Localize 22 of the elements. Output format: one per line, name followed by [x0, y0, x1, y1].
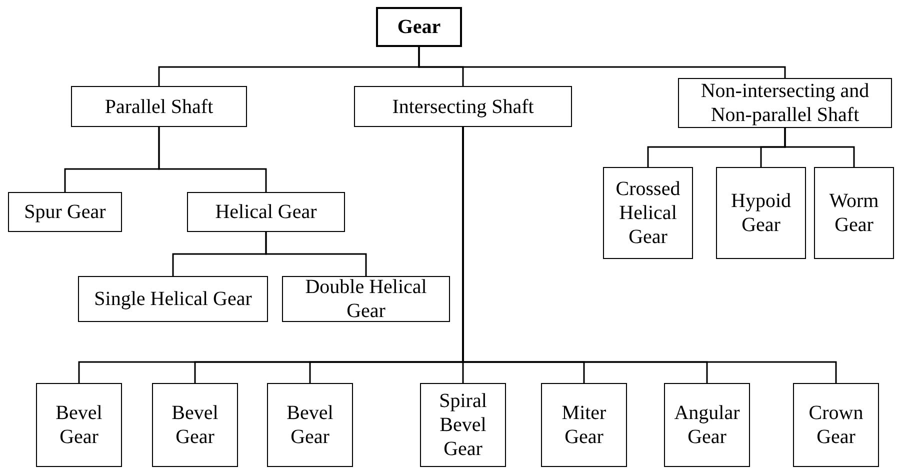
category-box: Gear — [376, 7, 462, 47]
category-box: Bevel Gear — [36, 383, 122, 467]
connector-line — [265, 232, 367, 276]
category-box: Bevel Gear — [152, 383, 238, 467]
category-box: Bevel Gear — [267, 383, 353, 467]
category-box: Worm Gear — [814, 167, 894, 259]
connector-line — [784, 128, 855, 167]
category-box: Hypoid Gear — [716, 167, 806, 259]
category-box: Double Helical Gear — [282, 276, 450, 322]
category-box: Miter Gear — [541, 383, 627, 467]
category-box: Crossed Helical Gear — [603, 167, 693, 259]
category-box: Intersecting Shaft — [354, 86, 572, 127]
category-box: Crown Gear — [793, 383, 879, 467]
category-box: Non-intersecting and Non-parallel Shaft — [678, 78, 892, 128]
connector-line — [418, 47, 786, 78]
category-box: Parallel Shaft — [71, 86, 247, 127]
category-box: Angular Gear — [664, 383, 750, 467]
category-box: Spiral Bevel Gear — [420, 383, 506, 467]
connector-line — [158, 127, 267, 192]
category-box: Helical Gear — [187, 192, 345, 232]
category-box: Single Helical Gear — [78, 276, 268, 322]
category-box: Spur Gear — [8, 192, 122, 232]
